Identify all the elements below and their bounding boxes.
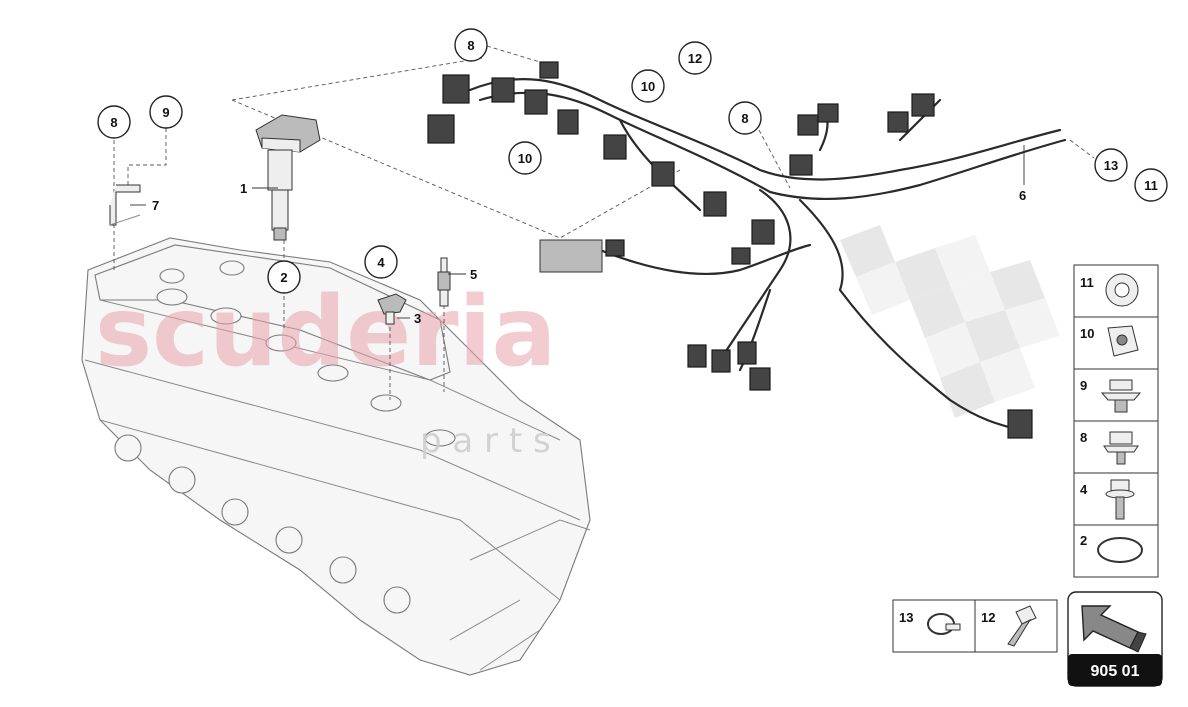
svg-text:8: 8 (467, 38, 474, 53)
push-clip-icon (1100, 379, 1142, 413)
watermark: scuderia p a r t s (95, 276, 556, 461)
callout-9: 9 (149, 95, 183, 129)
part-label-5: 5 (470, 267, 477, 282)
grommet-icon (1105, 273, 1139, 307)
callout-2: 2 (267, 260, 301, 294)
torx-bolt-icon (1007, 605, 1037, 647)
svg-text:10: 10 (641, 79, 655, 94)
part-label-1: 1 (240, 181, 247, 196)
diagram-navigation[interactable]: 905 01 (1067, 591, 1163, 687)
svg-text:11: 11 (1144, 178, 1158, 193)
harness-connectors (427, 61, 1033, 439)
svg-text:10: 10 (1080, 326, 1094, 341)
arrow-up-left-icon (1081, 605, 1147, 653)
legend-row-10[interactable]: 10 (1080, 325, 1139, 357)
legend-row-11[interactable]: 11 (1080, 273, 1139, 307)
fastener-legend-row: 13 12 (892, 599, 1058, 653)
svg-text:2: 2 (1080, 533, 1087, 548)
legend-row-9[interactable]: 9 (1080, 378, 1142, 413)
svg-text:2: 2 (280, 270, 287, 285)
legend-row-13[interactable]: 13 (899, 610, 961, 635)
callout-10-mid: 10 (508, 141, 542, 175)
svg-text:8: 8 (110, 115, 117, 130)
bracket-part (109, 184, 141, 226)
callout-13: 13 (1094, 148, 1128, 182)
svg-text:9: 9 (1080, 378, 1087, 393)
svg-text:4: 4 (377, 255, 385, 270)
o-ring-icon (1097, 537, 1143, 563)
callout-12: 12 (678, 41, 712, 75)
wiring-harness-part (427, 61, 1067, 439)
svg-text:13: 13 (1104, 158, 1118, 173)
callout-4: 4 (364, 245, 398, 279)
dashed-leader (127, 128, 167, 185)
callout-8-top: 8 (454, 28, 488, 62)
ignition-coil-part (255, 114, 321, 241)
svg-text:9: 9 (162, 105, 169, 120)
svg-text:13: 13 (899, 610, 913, 625)
dashed-leader (758, 129, 791, 189)
svg-text:8: 8 (741, 111, 748, 126)
checkered-flag-watermark (840, 225, 1060, 418)
legend-row-2[interactable]: 2 (1080, 533, 1143, 563)
svg-text:4: 4 (1080, 482, 1088, 497)
callout-8-left: 8 (97, 105, 131, 139)
fastener-legend: 11 10 9 8 (1073, 264, 1159, 578)
dashed-leader (486, 45, 541, 63)
watermark-sub: p a r t s (420, 421, 551, 461)
svg-text:12: 12 (981, 610, 995, 625)
callout-11: 11 (1134, 168, 1168, 202)
dashed-group-line (231, 57, 483, 101)
svg-text:10: 10 (518, 151, 532, 166)
svg-text:11: 11 (1080, 275, 1094, 290)
legend-row-4[interactable]: 4 (1080, 479, 1135, 520)
collar-bolt-icon (1103, 431, 1139, 465)
exhaust-ports (114, 434, 411, 614)
svg-text:8: 8 (1080, 430, 1087, 445)
cylinder-head-illustration (81, 237, 591, 676)
harness-junction-box (539, 239, 603, 273)
dashed-leader (1069, 139, 1095, 159)
clip-nut-icon (1107, 325, 1139, 357)
part-label-7: 7 (152, 198, 159, 213)
cam-towers (156, 260, 456, 447)
flange-bolt-icon (1105, 479, 1135, 520)
watermark-main: scuderia (95, 276, 556, 388)
part-label-3: 3 (414, 311, 421, 326)
callout-8-right: 8 (728, 101, 762, 135)
hose-clamp-icon (927, 613, 961, 635)
part-label-6: 6 (1019, 188, 1026, 203)
sensor-part (377, 293, 407, 325)
legend-row-8[interactable]: 8 (1080, 430, 1139, 465)
spark-plug-part (437, 257, 451, 307)
svg-text:12: 12 (688, 51, 702, 66)
callout-10-top: 10 (631, 69, 665, 103)
diagram-code: 905 01 (1091, 663, 1140, 680)
legend-row-12[interactable]: 12 (981, 605, 1037, 647)
